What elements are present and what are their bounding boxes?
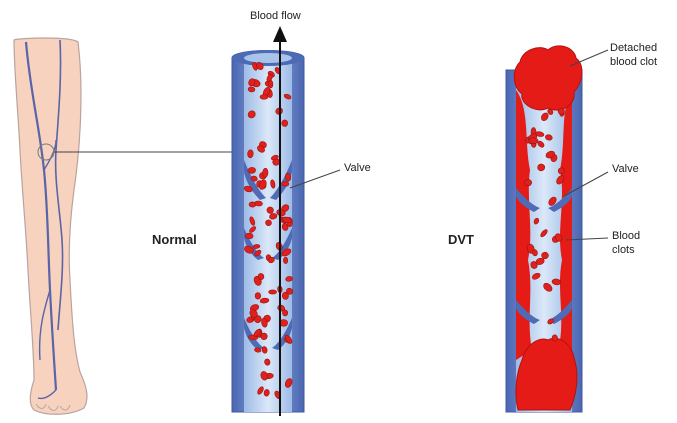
blood-flow-label: Blood flow [250, 10, 301, 23]
red-blood-cell [282, 292, 289, 300]
red-blood-cell [529, 138, 538, 144]
red-blood-cell [255, 292, 261, 299]
dvt-valve-label: Valve [612, 163, 639, 176]
normal-label: Normal [152, 233, 197, 246]
red-blood-cell [268, 80, 273, 88]
red-blood-cell [283, 257, 288, 264]
blood-clots-label-line1: Blood [612, 230, 640, 243]
red-blood-cell [245, 233, 253, 239]
leg-outline [14, 38, 87, 414]
red-blood-cell [247, 150, 253, 158]
detached-blood-clot [514, 46, 582, 110]
red-blood-cell [282, 120, 288, 127]
red-blood-cell [260, 95, 268, 100]
red-blood-cell [249, 202, 256, 208]
red-blood-cell [262, 168, 268, 177]
dvt-label: DVT [448, 233, 474, 246]
normal-vein-opening-inner [244, 53, 292, 63]
red-blood-cell [558, 108, 565, 115]
red-blood-cell [524, 179, 532, 186]
red-blood-cell [269, 290, 277, 294]
normal-valve-label: Valve [344, 162, 371, 175]
red-blood-cell [248, 87, 255, 93]
leg-illustration [14, 38, 87, 414]
detached-clot-label-line1: Detached [610, 42, 657, 55]
normal-vein [232, 50, 304, 412]
dvt-vein [506, 46, 582, 412]
blood-clots-label-line2: clots [612, 244, 635, 257]
detached-clot-label-line2: blood clot [610, 56, 657, 69]
